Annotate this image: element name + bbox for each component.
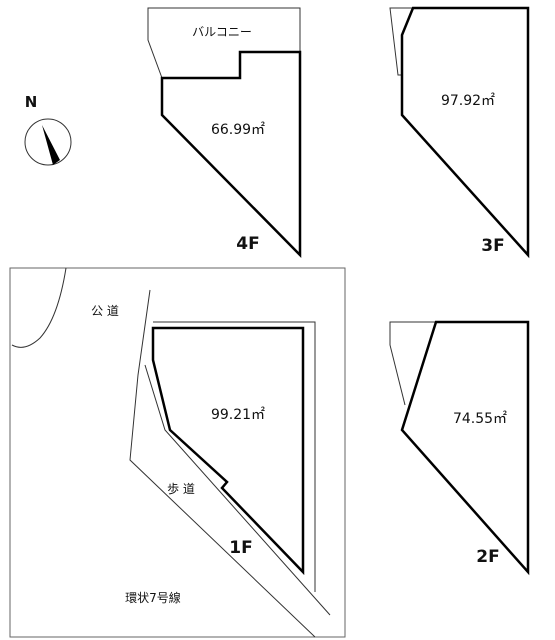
floor-3f-group: 97.92㎡ 3F <box>389 6 530 259</box>
sidewalk-edge-line <box>144 364 331 616</box>
floor-2f-label: 2F <box>476 547 499 567</box>
floor-1f-area: 99.21㎡ <box>211 407 265 423</box>
compass-needle-icon <box>42 125 60 165</box>
sidewalk-label: 歩 道 <box>167 481 195 496</box>
compass-circle <box>24 118 72 166</box>
floor-3f-outline <box>400 6 530 259</box>
floor-2f-side-outline <box>389 321 436 406</box>
balcony-label: バルコニー <box>192 25 252 39</box>
floor-4f-area: 66.99㎡ <box>211 122 265 138</box>
floor-2f-outline <box>400 320 530 576</box>
north-label: N <box>25 93 38 111</box>
floor-3f-side-outline <box>389 7 413 76</box>
floor-3f-area: 97.92㎡ <box>441 93 495 109</box>
floor-2f-group: 74.55㎡ 2F <box>389 320 530 576</box>
north-compass: N <box>24 93 72 166</box>
lot-boundary <box>153 321 316 592</box>
floor-1f-outline <box>151 326 305 576</box>
public-road-label: 公 道 <box>91 304 119 318</box>
road-curb-curve <box>11 267 67 348</box>
floor-2f-area: 74.55㎡ <box>453 411 507 427</box>
floor-4f-label: 4F <box>236 234 259 254</box>
road-edge-line <box>129 289 316 638</box>
balcony-outline-4f <box>147 7 301 79</box>
floor-3f-label: 3F <box>481 236 504 256</box>
floor-1f-label: 1F <box>229 538 252 558</box>
floor-1f-site-panel: 公 道 歩 道 環状7号線 99.21㎡ 1F <box>9 267 346 638</box>
floor-4f-outline <box>160 50 302 259</box>
floor-4f-group: バルコニー 66.99㎡ 4F <box>147 7 302 259</box>
ring-road-label: 環状7号線 <box>125 590 181 605</box>
site-frame <box>9 267 346 638</box>
